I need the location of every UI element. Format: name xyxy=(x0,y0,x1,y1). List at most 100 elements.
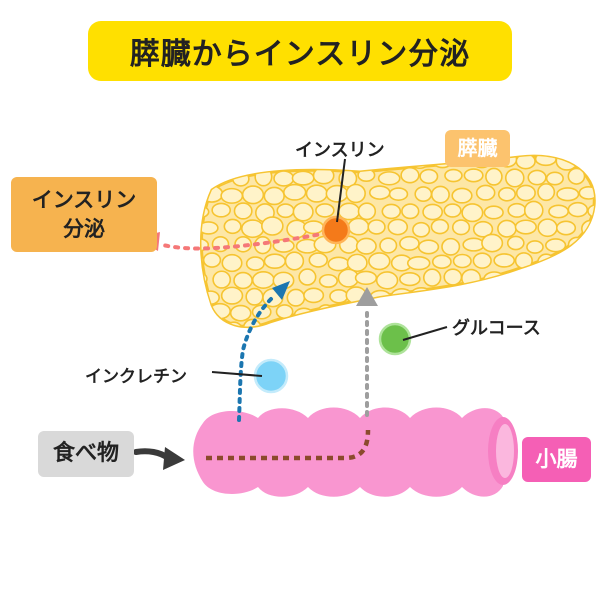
pancreas-cell xyxy=(234,235,253,253)
pancreas-cell xyxy=(346,253,368,273)
pancreas-cell xyxy=(201,305,210,322)
pancreas-cell xyxy=(399,235,420,251)
pancreas-cell xyxy=(463,168,484,183)
pancreas-cell xyxy=(567,201,589,218)
pancreas-cell xyxy=(548,204,569,219)
pancreas-cell xyxy=(251,271,275,289)
pancreas-cell xyxy=(261,216,284,236)
pancreas-cell xyxy=(344,321,367,327)
pancreas-cell xyxy=(264,156,286,167)
pancreas-cell xyxy=(325,184,349,203)
pancreas-cell xyxy=(481,233,504,253)
pancreas-cell xyxy=(451,219,471,236)
insulin-dot xyxy=(321,215,351,245)
pancreas-cell xyxy=(291,170,315,186)
pancreas-cell xyxy=(381,203,402,220)
pancreas-cell xyxy=(308,252,328,268)
pancreas-cell xyxy=(420,304,440,321)
pancreas-label: 膵臓 xyxy=(445,130,510,167)
pancreas-cell xyxy=(201,156,220,170)
pancreas-cell xyxy=(367,219,386,235)
pancreas-cell xyxy=(263,186,285,206)
pancreas-cell xyxy=(569,273,589,288)
pancreas-cell xyxy=(515,184,536,202)
pancreas-cell xyxy=(589,301,595,321)
pancreas-cell xyxy=(368,185,391,200)
glucose-arrowhead xyxy=(356,287,378,306)
pancreas-cell xyxy=(580,156,595,171)
pancreas-cell xyxy=(327,256,350,272)
pancreas-cell xyxy=(245,287,264,306)
pancreas-cell xyxy=(422,268,442,287)
incretin-path xyxy=(237,296,274,422)
pancreas-cell xyxy=(284,251,305,271)
pancreas-cell xyxy=(243,156,265,166)
pancreas-cell xyxy=(180,287,199,303)
pancreas-cell xyxy=(430,185,450,204)
pancreas-cell xyxy=(430,218,450,235)
pancreas-cell xyxy=(357,202,377,221)
pancreas-cell xyxy=(273,170,295,187)
pancreas-cell xyxy=(419,168,439,185)
pancreas-cell xyxy=(515,156,536,170)
pancreas-cell xyxy=(276,203,295,219)
pancreas-cell xyxy=(254,166,273,187)
pancreas-cell xyxy=(201,167,211,183)
pancreas-cell xyxy=(417,239,440,255)
pancreas-cell xyxy=(202,252,222,268)
pancreas-cell xyxy=(201,221,219,235)
pancreas-cell xyxy=(526,240,544,254)
pancreas-cell xyxy=(263,253,287,270)
pancreas-cell xyxy=(472,220,494,238)
incretin-arrowhead xyxy=(272,281,290,300)
pancreas-cell xyxy=(506,235,525,251)
pancreas-cell xyxy=(474,287,495,303)
pancreas-cell xyxy=(559,255,580,273)
pancreas-cell xyxy=(590,270,595,285)
incretin-label: インクレチン xyxy=(85,367,187,387)
pancreas-cell xyxy=(241,185,265,205)
pancreas-cell xyxy=(318,273,338,288)
pancreas-cell xyxy=(233,271,253,290)
pancreas-cell xyxy=(401,203,420,220)
pancreas-cell xyxy=(556,187,580,202)
pancreas-cell xyxy=(406,256,431,271)
intestine-inner xyxy=(496,424,514,478)
pancreas-cell xyxy=(263,321,285,327)
pancreas-cell xyxy=(208,167,231,186)
pancreas-cell xyxy=(285,322,308,327)
pancreas-cell xyxy=(514,219,537,235)
pancreas-cell xyxy=(377,171,401,186)
pancreas-cell xyxy=(567,167,586,185)
pancreas-cell xyxy=(493,253,516,268)
pancreas-cell xyxy=(201,322,202,327)
pancreas-cell xyxy=(414,186,433,203)
pancreas-cell xyxy=(182,185,199,202)
pancreas-cell xyxy=(537,183,556,202)
pancreas-cell xyxy=(390,287,413,305)
pancreas-cell xyxy=(485,167,503,186)
pancreas-cell xyxy=(462,237,485,252)
pancreas-cell xyxy=(545,171,564,186)
pancreas-cell xyxy=(544,304,567,320)
page-title: 膵臓からインスリン分泌 xyxy=(88,21,512,81)
pancreas-cell xyxy=(347,217,370,236)
pancreas-cell xyxy=(453,287,477,304)
pancreas-cell xyxy=(229,304,252,322)
pancreas-cell xyxy=(452,253,472,269)
pancreas-cell xyxy=(329,289,349,304)
pancreas-cell xyxy=(524,271,547,285)
insulin-label: インスリン xyxy=(295,140,385,161)
pancreas-cell xyxy=(375,271,399,290)
glucose-label: グルコース xyxy=(452,318,541,339)
pancreas-cell xyxy=(354,270,378,286)
pancreas-cell xyxy=(422,203,444,221)
pancreas-cell xyxy=(379,237,398,254)
pancreas-cell xyxy=(545,238,567,253)
pancreas-cell xyxy=(441,237,461,256)
pancreas-cell xyxy=(578,252,595,269)
pancreas-cell xyxy=(387,218,409,236)
pancreas-cell xyxy=(582,289,595,305)
pancreas-cell xyxy=(222,156,243,169)
